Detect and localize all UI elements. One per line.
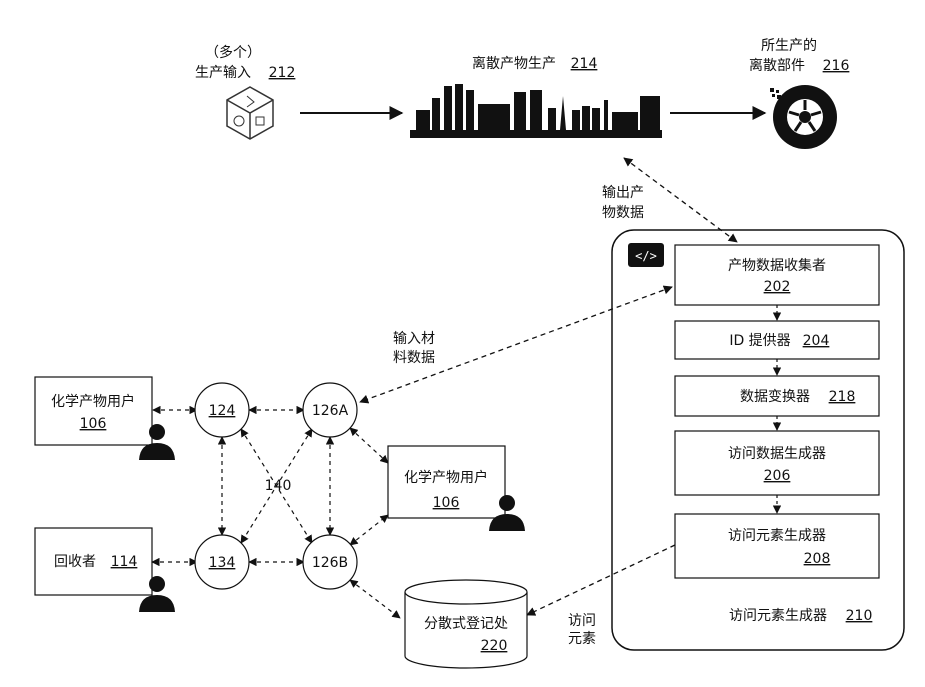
code-icon-text: </> <box>635 249 657 263</box>
collector-ref: 202 <box>764 279 791 295</box>
output-data-line2: 物数据 <box>602 205 644 221</box>
collector-box: 产物数据收集者 202 <box>675 245 879 305</box>
produced-parts: 所生产的 离散部件 216 <box>749 38 849 149</box>
ledger-label: 分散式登记处 <box>424 616 508 632</box>
recycler: 回收者 114 <box>35 528 152 595</box>
factory-icon <box>410 84 662 138</box>
inputs-ref: 212 <box>269 65 296 81</box>
node-126a-label: 126A <box>312 403 349 419</box>
node-134: 134 <box>195 535 249 589</box>
id-provider-box: ID 提供器 204 <box>675 321 879 359</box>
transformer-label: 数据变换器 <box>740 388 810 405</box>
access-element-generator-box: 访问元素生成器 208 <box>675 514 879 578</box>
input-material-line1: 输入材 <box>393 331 435 347</box>
id-provider-ref: 204 <box>803 333 830 349</box>
code-icon: </> <box>628 243 664 267</box>
user-left-ref: 106 <box>80 416 107 432</box>
network-ref: 140 <box>265 478 292 494</box>
input-material-line2: 料数据 <box>393 350 435 366</box>
parts-line2: 离散部件 <box>749 57 805 74</box>
node-126a: 126A <box>303 383 357 437</box>
user-left-label: 化学产物用户 <box>51 393 135 410</box>
access-elem-gen-label: 访问元素生成器 <box>728 528 826 544</box>
discrete-production: 离散产物生产 214 <box>410 55 662 138</box>
ledger-ref: 220 <box>481 638 508 654</box>
user-right-ref: 106 <box>433 495 460 511</box>
access-element-line2: 元素 <box>568 631 596 647</box>
access-data-gen-ref: 206 <box>764 468 791 484</box>
access-data-generator-box: 访问数据生成器 206 <box>675 431 879 495</box>
user-left: 化学产物用户 106 <box>35 377 152 445</box>
database-icon: 分散式登记处 220 <box>405 580 527 668</box>
tire-icon <box>773 85 837 149</box>
user-right-label: 化学产物用户 <box>404 469 488 486</box>
production-ref: 214 <box>571 56 598 72</box>
inputs-line1: （多个） <box>205 44 261 61</box>
network-links <box>152 410 400 618</box>
inputs-line2: 生产输入 <box>195 65 251 81</box>
parts-line1: 所生产的 <box>761 38 817 54</box>
access-element-line1: 访问 <box>568 613 596 629</box>
recycler-label: 回收者 <box>54 554 96 570</box>
id-provider-label: ID 提供器 <box>729 333 790 349</box>
outer-system-label: 访问元素生成器 <box>729 608 827 624</box>
access-elem-gen-ref: 208 <box>804 551 831 567</box>
node-124-label: 124 <box>209 403 236 419</box>
production-inputs: （多个） 生产输入 212 <box>195 44 295 139</box>
node-126b-label: 126B <box>312 555 348 571</box>
node-126b: 126B <box>303 535 357 589</box>
node-134-label: 134 <box>209 555 236 571</box>
user-right: 化学产物用户 106 <box>388 446 505 518</box>
outer-system-ref: 210 <box>846 608 873 624</box>
qr-tag <box>770 88 781 99</box>
collector-label: 产物数据收集者 <box>728 257 826 274</box>
arrow-access-element <box>527 545 675 615</box>
cube-icon <box>227 87 273 139</box>
node-124: 124 <box>195 383 249 437</box>
production-label: 离散产物生产 <box>472 55 556 72</box>
transformer-ref: 218 <box>829 389 856 405</box>
access-data-gen-label: 访问数据生成器 <box>728 446 826 462</box>
output-data-line1: 输出产 <box>602 185 644 201</box>
recycler-ref: 114 <box>111 554 138 570</box>
transformer-box: 数据变换器 218 <box>675 376 879 416</box>
parts-ref: 216 <box>823 58 850 74</box>
